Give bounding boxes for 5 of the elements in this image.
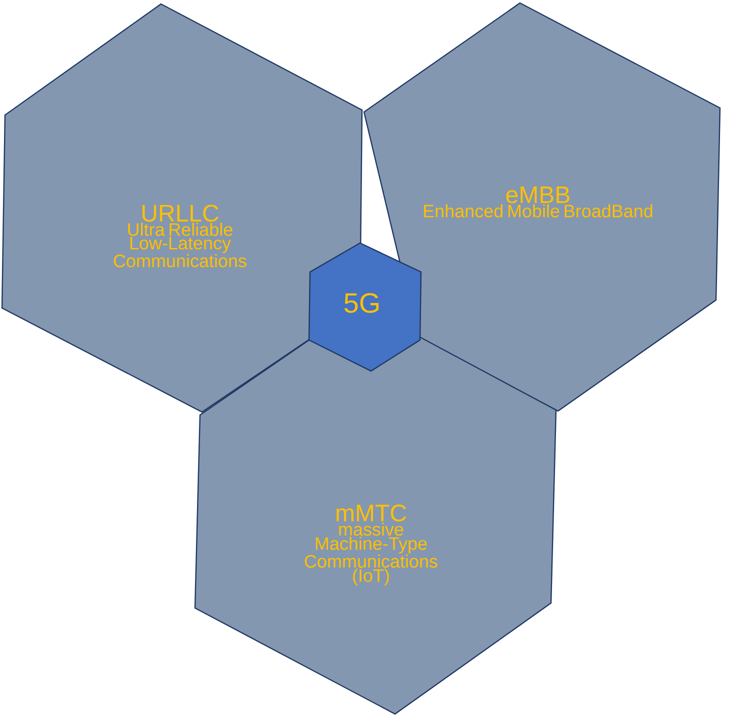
node-label: mMTC (336, 504, 406, 522)
node-label: massive Machine-Type Communications (IoT) (304, 522, 438, 586)
node-label: eMBB (506, 186, 570, 204)
hexagon: 5G (308, 242, 422, 372)
node-label: Enhanced Mobile BroadBand (424, 204, 652, 218)
